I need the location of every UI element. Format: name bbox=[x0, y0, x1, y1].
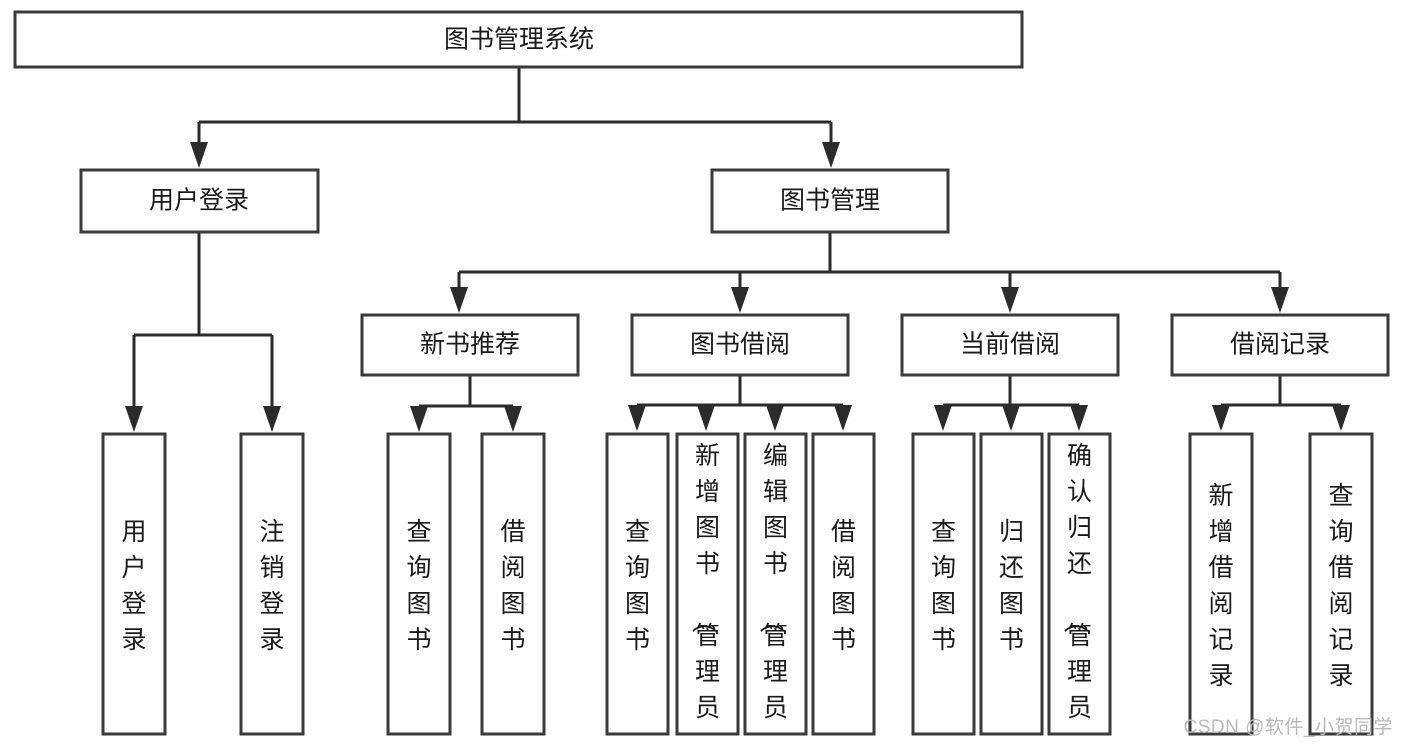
leaf-node-label: 新增图书（管理员） bbox=[689, 442, 720, 747]
leaf-node-box[interactable] bbox=[811, 432, 876, 736]
arrow-icon bbox=[190, 142, 208, 168]
leaf-node[interactable]: 查询图书 bbox=[911, 432, 976, 736]
arrow-icon bbox=[450, 287, 468, 313]
leaf-node-box[interactable] bbox=[239, 432, 305, 736]
node-book-borrow-label: 图书借阅 bbox=[690, 331, 790, 359]
arrow-icon bbox=[731, 287, 749, 313]
leaf-node[interactable]: 借阅图书 bbox=[811, 432, 876, 736]
leaf-node[interactable]: 注销登录 bbox=[239, 432, 305, 736]
node-new-book-recommend[interactable]: 新书推荐 bbox=[360, 313, 580, 377]
leaf-node[interactable]: 归还图书 bbox=[979, 432, 1044, 736]
node-book-borrow-box[interactable] bbox=[630, 313, 850, 377]
node-current-borrow[interactable]: 当前借阅 bbox=[900, 313, 1120, 377]
node-borrow-record-label: 借阅记录 bbox=[1230, 331, 1330, 359]
leaf-node-box[interactable] bbox=[605, 432, 670, 736]
node-user-login[interactable]: 用户登录 bbox=[79, 168, 320, 234]
node-borrow-record-box[interactable] bbox=[1170, 313, 1390, 377]
arrow-icon bbox=[125, 406, 143, 432]
leaf-node[interactable]: 新增借阅记录 bbox=[1188, 432, 1254, 736]
arrow-icon bbox=[934, 405, 952, 431]
leaf-node-label: 新增借阅记录 bbox=[1208, 482, 1233, 690]
leaf-node-box[interactable] bbox=[979, 432, 1044, 736]
node-user-login-label: 用户登录 bbox=[149, 187, 249, 215]
connector-group-root bbox=[190, 67, 840, 168]
leaf-node-label: 查询借阅记录 bbox=[1328, 482, 1353, 690]
leaf-node-box[interactable] bbox=[386, 432, 452, 736]
connector-group-book-manage bbox=[450, 232, 1289, 313]
leaf-node-label: 确认归还（管理员） bbox=[1061, 442, 1092, 747]
connector-group-new-book-recommend bbox=[410, 375, 522, 432]
node-user-login-box[interactable] bbox=[79, 168, 320, 234]
leaf-node-box[interactable] bbox=[101, 432, 167, 736]
leaf-node-label: 归还图书 bbox=[999, 518, 1024, 654]
leaf-node-label: 用户登录 bbox=[121, 518, 146, 654]
leaf-node[interactable]: 查询图书 bbox=[386, 432, 452, 736]
leaf-node-box[interactable] bbox=[743, 432, 808, 736]
arrow-icon bbox=[410, 406, 428, 432]
node-book-manage-label: 图书管理 bbox=[780, 187, 880, 215]
connector-group-user-login bbox=[125, 232, 281, 432]
arrow-icon bbox=[1070, 405, 1088, 431]
node-book-manage-box[interactable] bbox=[710, 168, 950, 234]
leaf-node[interactable]: 查询借阅记录 bbox=[1308, 432, 1374, 736]
leaf-node-box[interactable] bbox=[1047, 432, 1112, 736]
leaf-node-layer: 用户登录 注销登录 查询图书 借阅图书 查询图书 新增图书（管理员） 编辑图书（管理员） 借阅… bbox=[101, 432, 1374, 747]
arrow-icon bbox=[1001, 287, 1019, 313]
leaf-node-label: 查询图书 bbox=[625, 518, 650, 654]
arrow-icon bbox=[263, 406, 281, 432]
arrow-icon bbox=[697, 405, 715, 431]
node-book-borrow[interactable]: 图书借阅 bbox=[630, 313, 850, 377]
node-borrow-record[interactable]: 借阅记录 bbox=[1170, 313, 1390, 377]
arrow-icon bbox=[834, 405, 852, 431]
leaf-node-label: 借阅图书 bbox=[831, 518, 856, 654]
leaf-node[interactable]: 新增图书（管理员） bbox=[675, 432, 740, 747]
node-new-book-recommend-box[interactable] bbox=[360, 313, 580, 377]
node-root[interactable]: 图书管理系统 bbox=[13, 10, 1024, 69]
node-root-label: 图书管理系统 bbox=[444, 26, 594, 54]
arrow-icon bbox=[1271, 287, 1289, 313]
leaf-node-label: 查询图书 bbox=[406, 518, 431, 654]
leaf-node[interactable]: 确认归还（管理员） bbox=[1047, 432, 1112, 747]
leaf-node[interactable]: 编辑图书（管理员） bbox=[743, 432, 808, 747]
arrow-icon bbox=[628, 405, 646, 431]
leaf-node[interactable]: 借阅图书 bbox=[480, 432, 546, 736]
arrow-icon bbox=[1002, 405, 1020, 431]
arrow-icon bbox=[1212, 405, 1230, 431]
connector-group-borrow-record bbox=[1212, 375, 1350, 431]
leaf-node-box[interactable] bbox=[675, 432, 740, 736]
leaf-node[interactable]: 查询图书 bbox=[605, 432, 670, 736]
arrow-icon bbox=[766, 405, 784, 431]
connector-group-book-borrow bbox=[628, 375, 852, 431]
leaf-node-box[interactable] bbox=[480, 432, 546, 736]
node-new-book-recommend-label: 新书推荐 bbox=[420, 331, 520, 359]
leaf-node-box[interactable] bbox=[1188, 432, 1254, 736]
node-current-borrow-label: 当前借阅 bbox=[960, 331, 1060, 359]
node-current-borrow-box[interactable] bbox=[900, 313, 1120, 377]
leaf-node-label: 注销登录 bbox=[259, 518, 284, 654]
leaf-node-box[interactable] bbox=[1308, 432, 1374, 736]
leaf-node-label: 借阅图书 bbox=[500, 518, 525, 654]
leaf-node-label: 编辑图书（管理员） bbox=[757, 442, 788, 747]
leaf-node[interactable]: 用户登录 bbox=[101, 432, 167, 736]
connector-group-current-borrow bbox=[934, 375, 1088, 431]
arrow-icon bbox=[1332, 405, 1350, 431]
node-book-manage[interactable]: 图书管理 bbox=[710, 168, 950, 234]
leaf-node-box[interactable] bbox=[911, 432, 976, 736]
arrow-icon bbox=[822, 142, 840, 168]
leaf-node-label: 查询图书 bbox=[931, 518, 956, 654]
node-root-box[interactable] bbox=[13, 10, 1024, 69]
arrow-icon bbox=[504, 406, 522, 432]
